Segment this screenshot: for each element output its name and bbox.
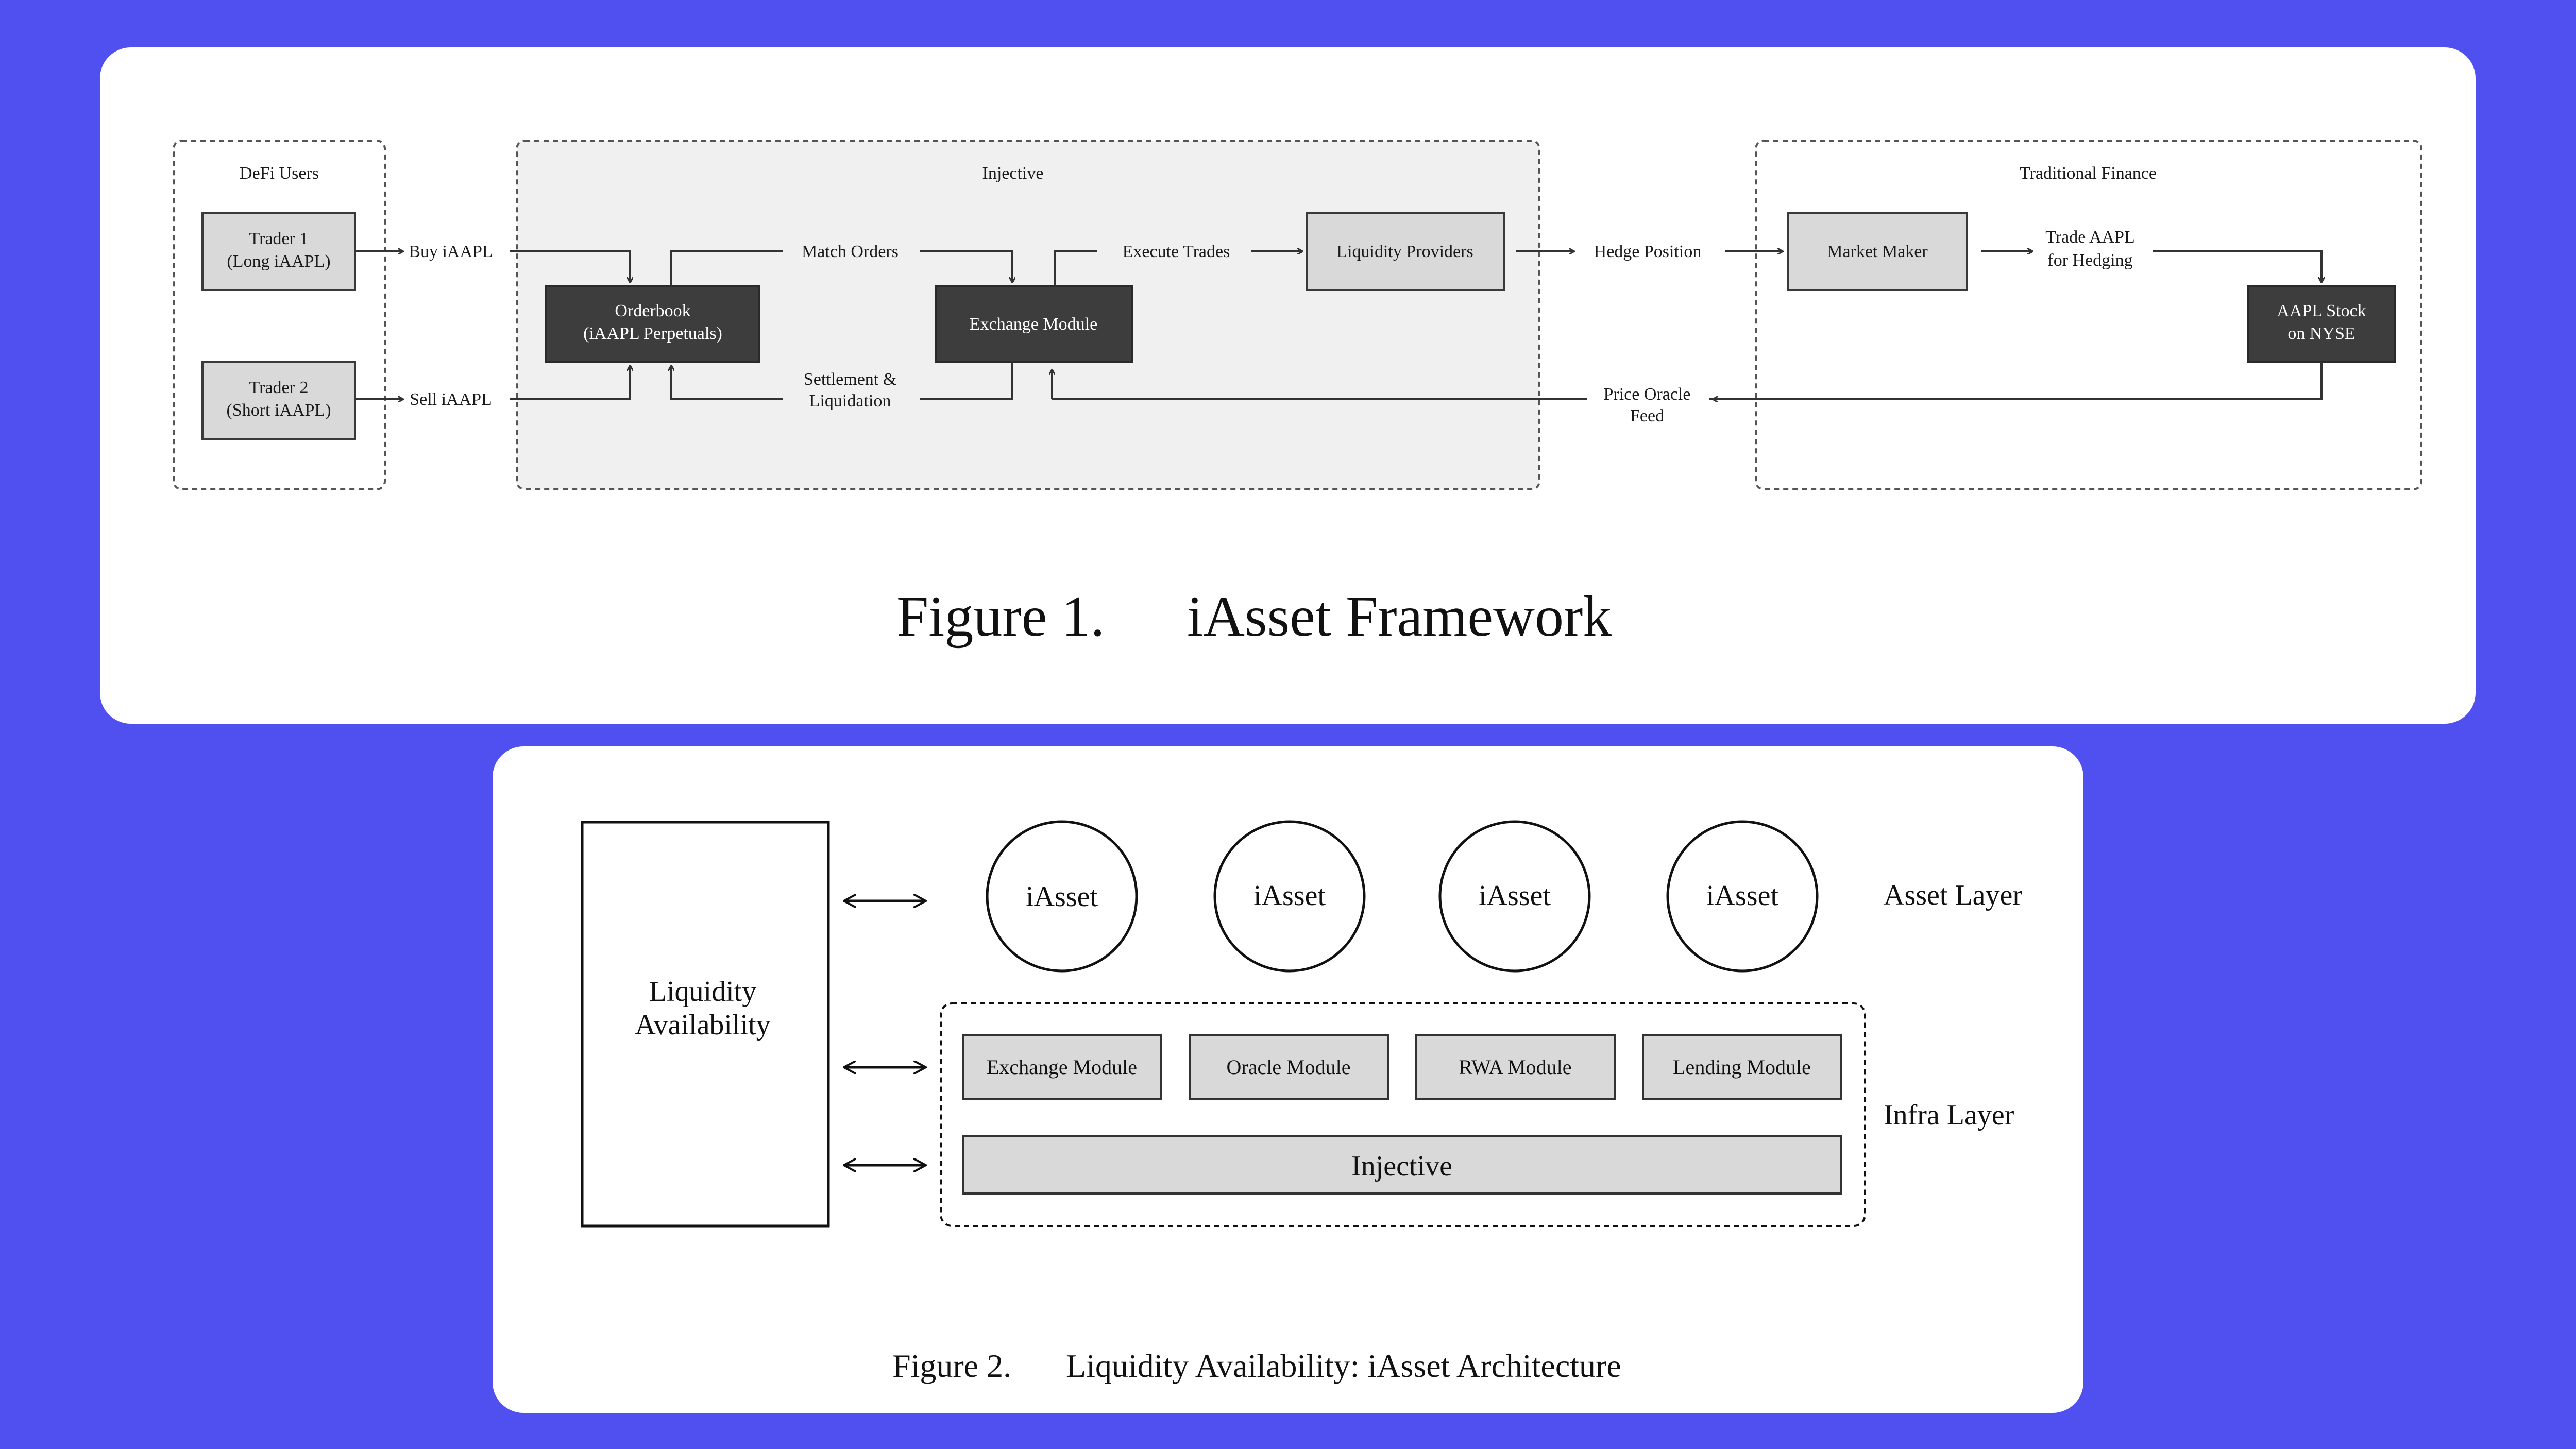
match-orders-label: Match Orders <box>802 242 899 261</box>
trader-2-label: Trader 2 <box>249 378 309 397</box>
defi-users-title: DeFi Users <box>240 164 319 183</box>
figure-2-title: Liquidity Availability: iAsset Architect… <box>1066 1348 1621 1384</box>
rwa-module-box <box>1415 1034 1616 1100</box>
aapl-stock-label: AAPL Stock <box>2277 301 2366 320</box>
figure-1-title: iAsset Framework <box>1187 585 1612 649</box>
traditional-finance-group <box>1755 140 2422 490</box>
market-maker-node <box>1787 212 1968 291</box>
iasset-circle-4 <box>1666 820 1819 973</box>
match-orders-edge-a <box>670 250 783 286</box>
figure-1-number: Figure 1. <box>896 585 1105 649</box>
sell-edge-b <box>510 366 630 400</box>
oracle-edge-a <box>1709 362 2323 400</box>
match-orders-edge-b <box>920 250 1012 282</box>
trade-aapl-sublabel: for Hedging <box>2047 251 2132 270</box>
execute-trades-label: Execute Trades <box>1123 242 1230 261</box>
iasset-label-1: iAsset <box>1026 881 1098 913</box>
settlement-label: Settlement & <box>804 370 896 389</box>
trade-aapl-edge-b <box>2153 250 2321 282</box>
liquidity-label: Liquidity <box>649 976 756 1008</box>
orderbook-label: Orderbook <box>615 301 690 320</box>
injective-bar-label: Injective <box>1351 1150 1452 1182</box>
liquidity-availability-box <box>581 821 830 1228</box>
infra-layer-label: Infra Layer <box>1884 1099 2014 1131</box>
trader-1-sublabel: (Long iAAPL) <box>227 252 330 271</box>
aapl-stock-sublabel: on NYSE <box>2287 324 2355 343</box>
asset-layer-label: Asset Layer <box>1884 879 2022 911</box>
traditional-finance-title: Traditional Finance <box>2020 164 2157 183</box>
lending-module-box <box>1642 1034 1842 1100</box>
iasset-label-3: iAsset <box>1479 880 1551 912</box>
exchange-module-label: Exchange Module <box>970 315 1097 334</box>
iasset-label-2: iAsset <box>1253 880 1326 912</box>
injective-bar <box>962 1135 1842 1195</box>
market-maker-label: Market Maker <box>1827 242 1928 261</box>
rwa-module-text: RWA Module <box>1459 1055 1572 1079</box>
trader-1-node <box>201 212 356 291</box>
liquidity-providers-node <box>1306 212 1505 291</box>
oracle-module-text: Oracle Module <box>1226 1055 1350 1079</box>
settlement-sublabel: Liquidation <box>809 391 891 411</box>
orderbook-node <box>545 285 760 363</box>
buy-label: Buy iAAPL <box>409 242 493 261</box>
trader-2-node <box>201 361 356 440</box>
sell-label: Sell iAAPL <box>410 390 492 409</box>
trader-1-label: Trader 1 <box>249 229 309 248</box>
iasset-circle-3 <box>1438 820 1591 973</box>
liquidity-sublabel: Availability <box>635 1009 770 1041</box>
exchange-module-box <box>962 1034 1162 1100</box>
price-oracle-label: Price Oracle <box>1604 385 1691 404</box>
execute-edge-a <box>1054 250 1097 286</box>
buy-edge-b <box>510 250 630 282</box>
settlement-edge-a <box>920 362 1013 400</box>
settlement-edge-b <box>671 366 783 400</box>
trade-aapl-label: Trade AAPL <box>2045 228 2135 247</box>
price-oracle-sublabel: Feed <box>1630 406 1664 425</box>
infra-layer-box <box>940 1002 1866 1227</box>
hedge-position-label: Hedge Position <box>1594 242 1702 261</box>
aapl-stock-node <box>2247 285 2396 363</box>
iasset-circle-1 <box>986 820 1138 973</box>
trader-2-sublabel: (Short iAAPL) <box>226 401 331 420</box>
iasset-circle-2 <box>1213 820 1366 973</box>
orderbook-sublabel: (iAAPL Perpetuals) <box>583 324 722 343</box>
iasset-label-4: iAsset <box>1706 880 1778 912</box>
liquidity-providers-label: Liquidity Providers <box>1336 242 1473 261</box>
injective-title: Injective <box>982 164 1044 183</box>
exchange-module-text: Exchange Module <box>987 1055 1137 1079</box>
exchange-module-node <box>935 285 1133 363</box>
lending-module-text: Lending Module <box>1673 1055 1811 1079</box>
figure-2-number: Figure 2. <box>892 1348 1011 1384</box>
oracle-module-box <box>1189 1034 1389 1100</box>
defi-users-group <box>173 140 386 490</box>
